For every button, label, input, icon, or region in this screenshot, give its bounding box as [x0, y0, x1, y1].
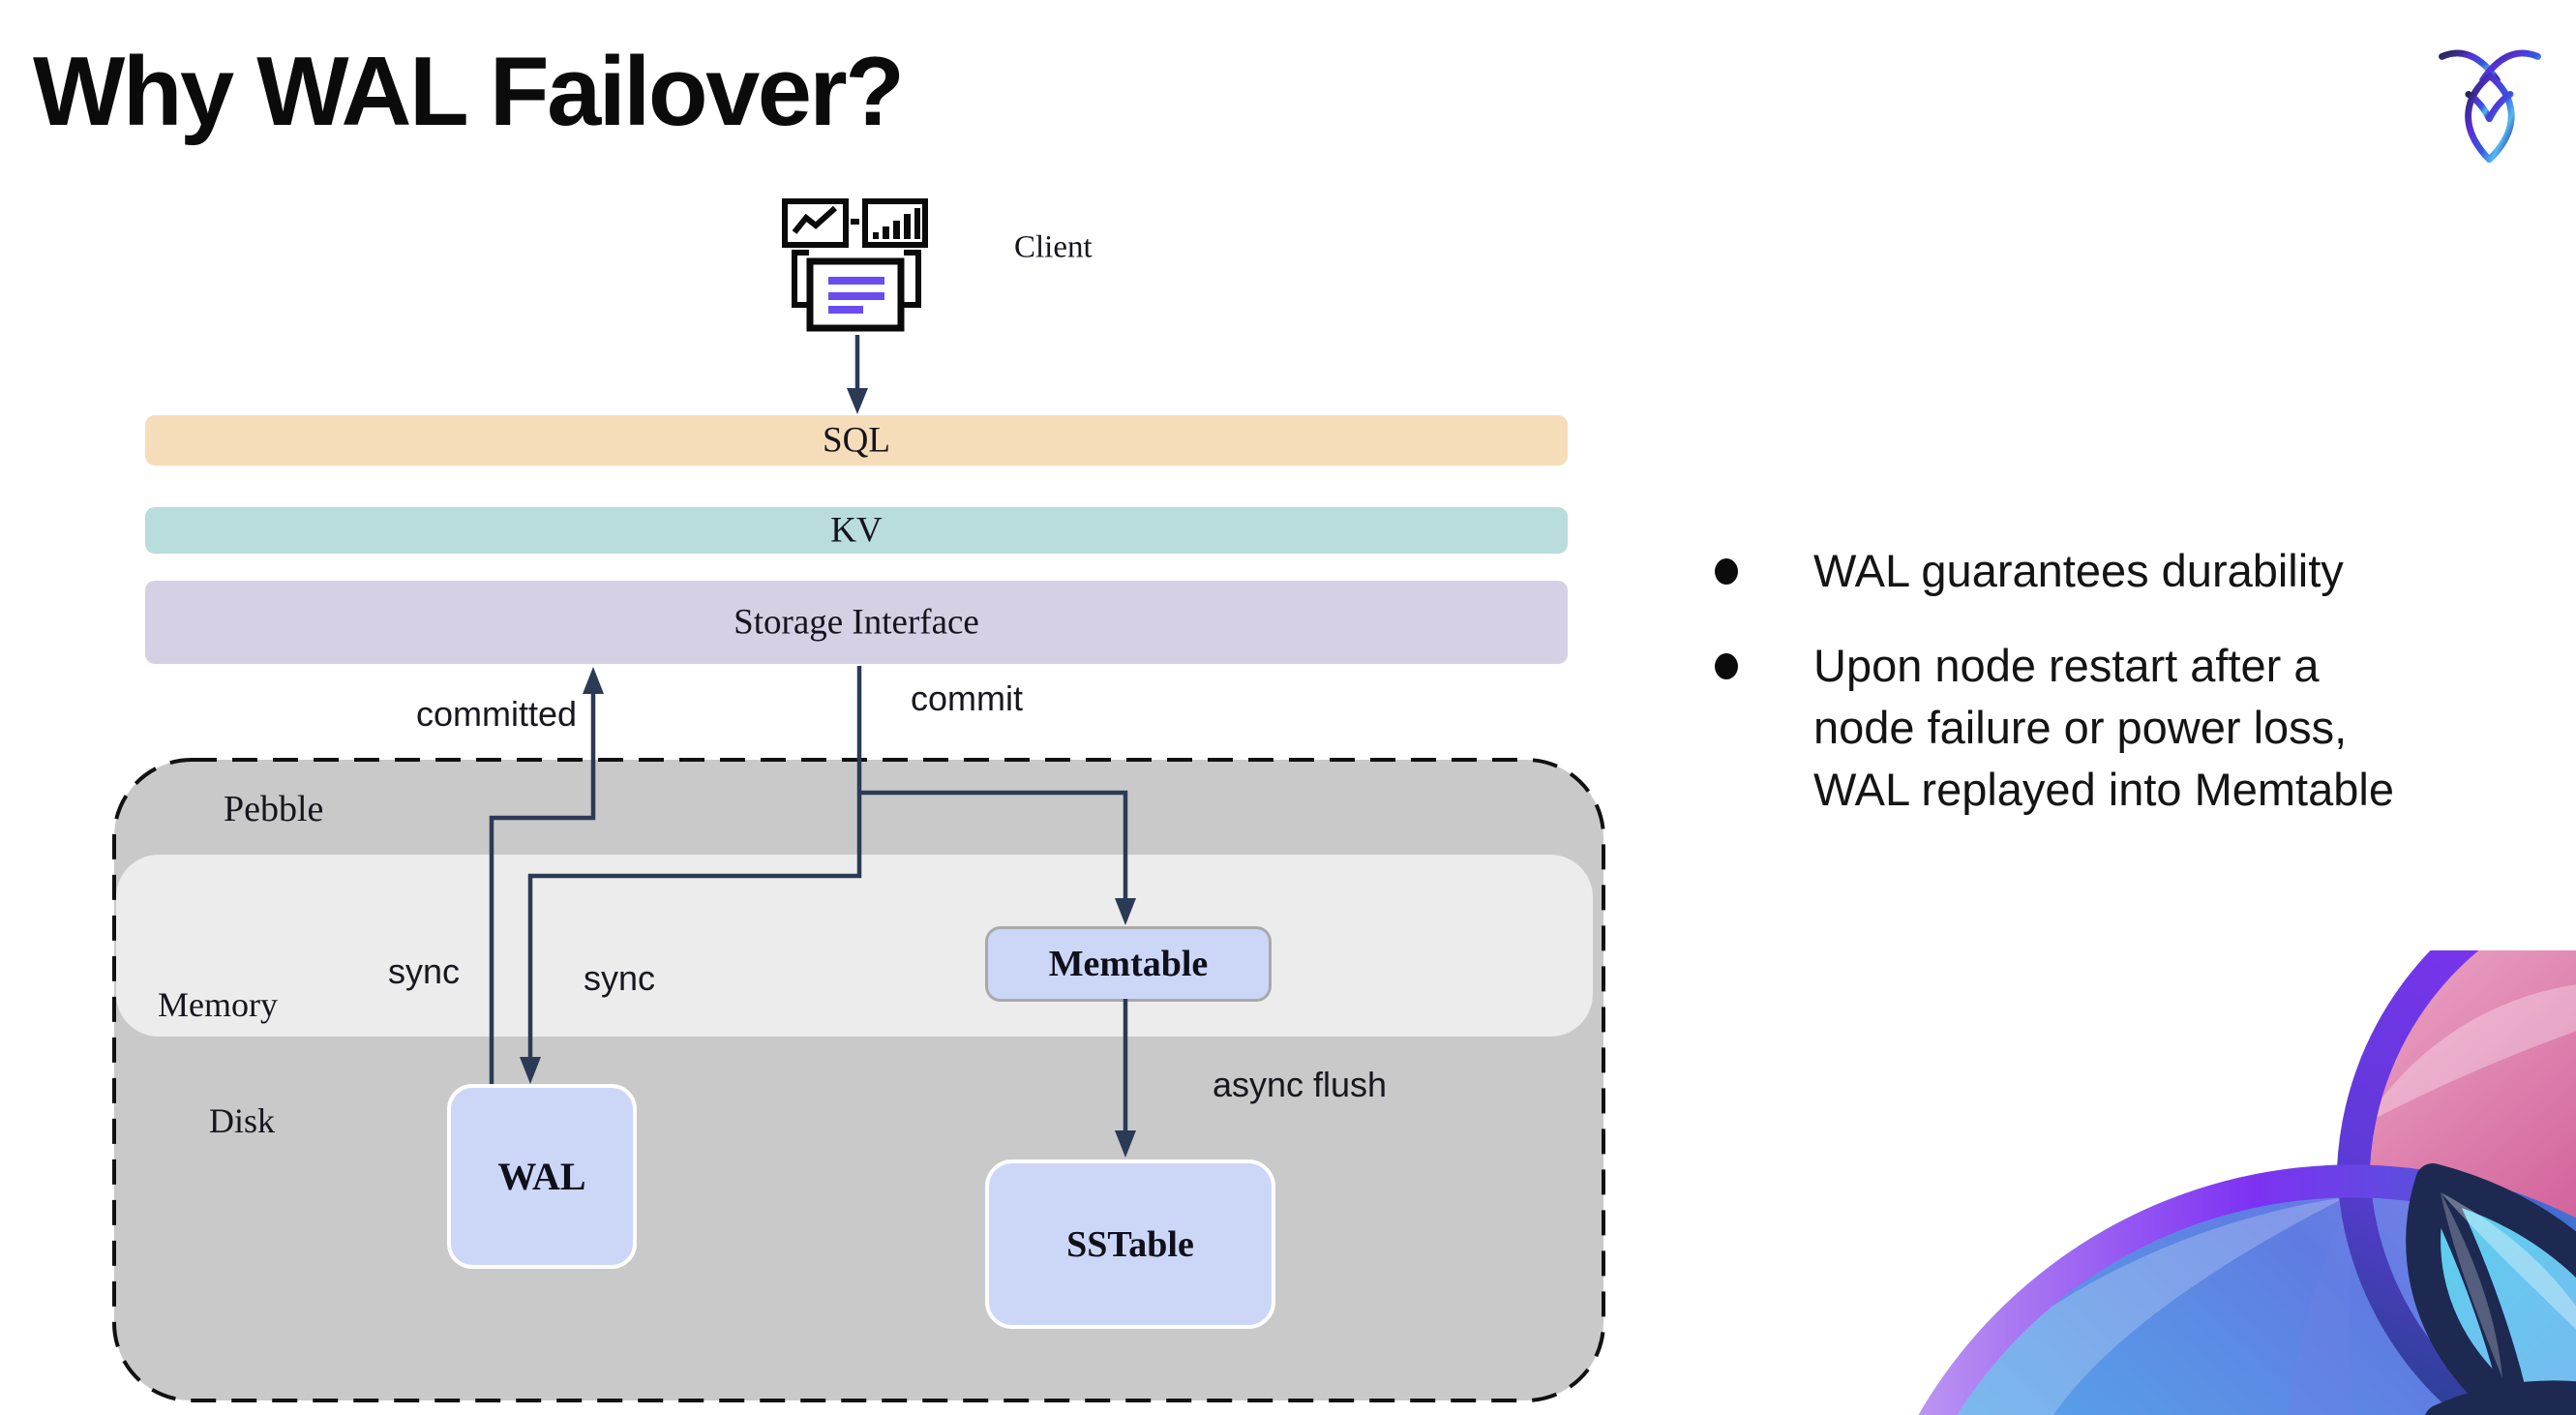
wal-node-label: WAL — [497, 1155, 586, 1198]
cockroachdb-logo-icon — [2439, 49, 2541, 163]
list-item: Upon node restart after a node failure o… — [1703, 635, 2419, 821]
sync-wal-edge-label: sync — [387, 951, 461, 991]
kv-layer-label: KV — [830, 510, 883, 551]
memtable-node: Memtable — [985, 926, 1272, 1002]
client-label: Client — [1014, 229, 1093, 265]
committed-edge-label: committed — [415, 694, 578, 734]
client-icon — [782, 198, 928, 332]
sql-layer-bar: SQL — [145, 415, 1568, 466]
sql-layer-label: SQL — [823, 420, 890, 461]
bullet-dot — [1715, 653, 1738, 679]
list-item: WAL guarantees durability — [1703, 540, 2419, 602]
storage-interface-layer-bar: Storage Interface — [145, 581, 1568, 664]
wal-node: WAL — [447, 1084, 637, 1269]
storage-interface-label: Storage Interface — [734, 602, 979, 643]
page-title: Why WAL Failover? — [33, 38, 905, 146]
memory-label: Memory — [158, 985, 278, 1024]
kv-layer-bar: KV — [145, 507, 1568, 554]
bullet-list: WAL guarantees durability Upon node rest… — [1703, 540, 2419, 854]
memtable-node-label: Memtable — [1048, 944, 1209, 984]
pebble-label: Pebble — [224, 789, 324, 829]
bullet-text: WAL guarantees durability — [1813, 545, 2344, 596]
sstable-node-label: SSTable — [1066, 1223, 1194, 1265]
arrowhead-committed — [583, 667, 604, 694]
disk-label: Disk — [209, 1101, 276, 1140]
async-flush-edge-label: async flush — [1212, 1065, 1388, 1104]
sync-commit-edge-label: sync — [583, 958, 656, 998]
brand-artwork-icon — [1918, 950, 2576, 1415]
bullet-dot — [1715, 558, 1738, 585]
arrowhead-sql — [847, 388, 868, 414]
commit-edge-label: commit — [911, 678, 1023, 718]
memory-band — [116, 855, 1593, 1037]
sstable-node: SSTable — [985, 1159, 1275, 1329]
bullet-text: Upon node restart after a node failure o… — [1813, 640, 2394, 815]
